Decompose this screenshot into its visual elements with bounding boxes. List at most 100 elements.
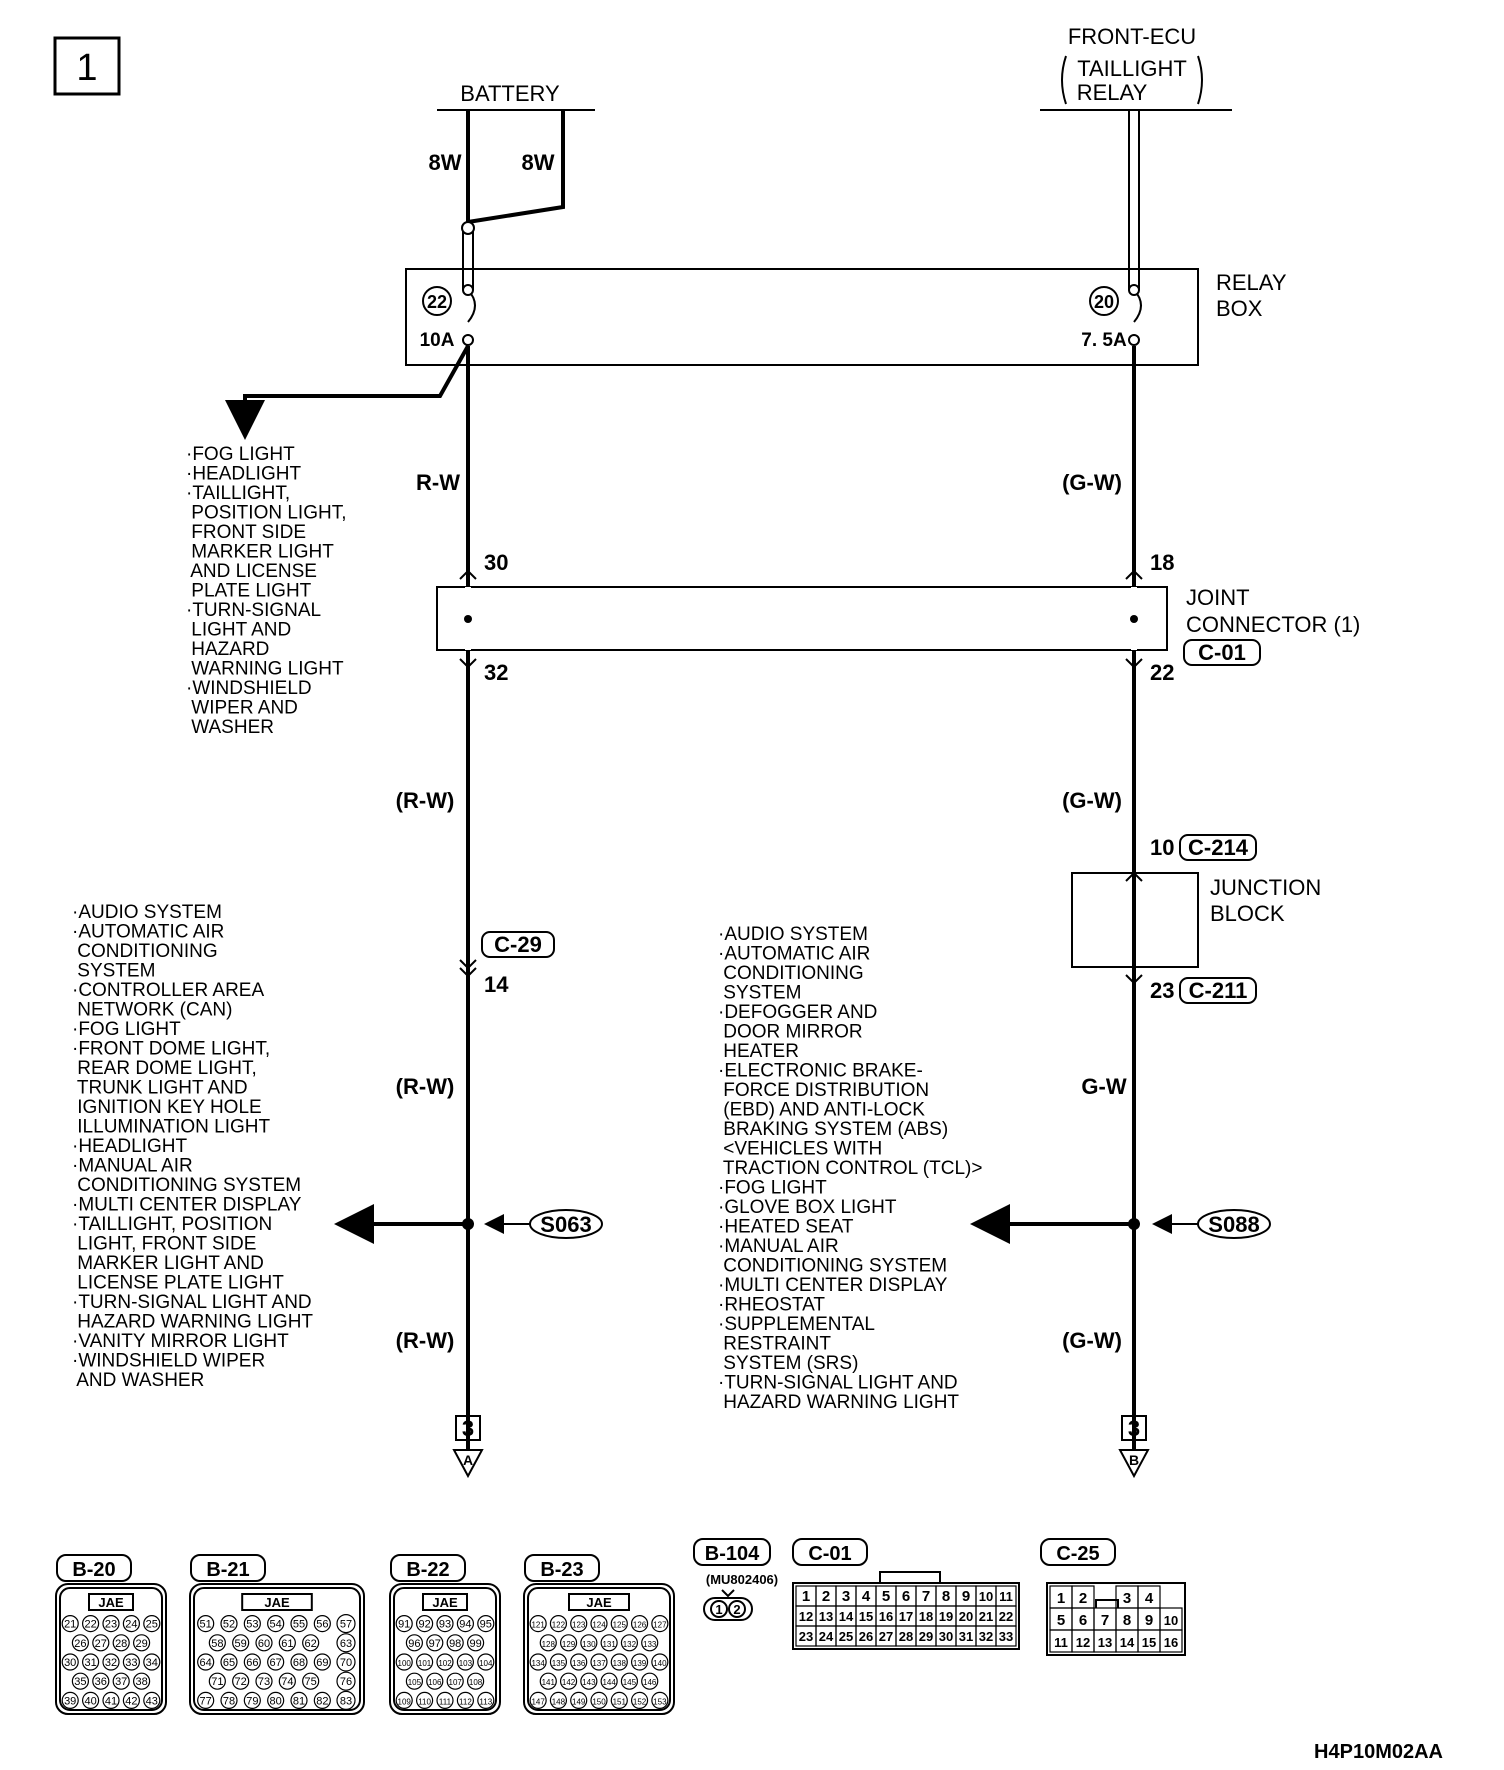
b23-pin-cavity [641,1634,659,1652]
b104-pin-cavity [710,1600,728,1618]
right-system-list-item: ·SUPPLEMENTAL [718,1314,875,1335]
b21-pin-cavity [267,1614,285,1633]
b21-side-pin-cavity [336,1690,356,1711]
b20-code-outline [56,1554,132,1582]
c25-lock-tab [1095,1599,1119,1608]
b23-pin-cavity [641,1672,659,1690]
b23-pin-cavity [620,1672,639,1690]
right-system-list-item: ·RHEOSTAT [718,1295,825,1316]
b23-pin-cavity [539,1634,557,1652]
b23-pin-cavity [651,1691,669,1710]
c01-lock-tab [879,1571,941,1583]
c01-pin: 23 [799,1629,813,1644]
b23-pin-cavity [630,1691,649,1710]
b22-pin: 98 [449,1638,461,1650]
b20-pin: 41 [105,1695,117,1707]
wire-color-right-2: (G-W) [1062,788,1122,813]
b21-pin-cavity [313,1691,331,1710]
b22-pin: 99 [469,1638,481,1650]
b23-pin: 137 [592,1659,606,1668]
b22-pin: 103 [459,1659,473,1668]
b21-pin-cavity [197,1614,215,1633]
b23-pin-cavity [590,1614,608,1633]
b22-pin: 113 [479,1697,492,1706]
battery-label: BATTERY [460,81,560,106]
right-system-list-item: CONDITIONING [718,963,864,984]
c25-pin: 5 [1057,1612,1065,1629]
b20-pin-cavity [112,1672,130,1690]
b23-pin-cavity [610,1653,628,1671]
b23-pin: 121 [531,1621,545,1630]
b21-pin: 82 [316,1695,328,1707]
continuation-right-page: 3 [1128,1416,1140,1441]
b20-pin-cavity [61,1691,79,1710]
c25-code-outline [1040,1538,1116,1566]
b104-pin-cavity [728,1600,746,1618]
b21-pin: 64 [200,1657,212,1669]
b20-pin: 42 [125,1695,137,1707]
b23-pin: 145 [623,1678,637,1687]
c01-pin: 30 [939,1629,953,1644]
c01-pin: 8 [942,1588,950,1605]
b20-maker: JAE [98,1595,124,1610]
connector-c29-code: C-29 [494,932,542,957]
b20-pin: 24 [125,1619,137,1631]
c01-pin: 10 [979,1589,993,1604]
c25-code: C-25 [1056,1543,1099,1565]
b21-pin-cavity [290,1614,308,1633]
b22-pin: 91 [398,1619,410,1631]
wire-color-right-4: (G-W) [1062,1328,1122,1353]
wire-color-labels: R-W (G-W) (R-W) (G-W) (R-W) G-W (R-W) (G… [396,470,1127,1353]
b23-pin-cavity [600,1672,618,1690]
right-system-list-item: CONDITIONING SYSTEM [718,1256,947,1277]
battery-wires [461,110,565,290]
splice-s063-system-list: ·AUDIO SYSTEM·AUTOMATIC AIR CONDITIONING… [72,902,313,1391]
b23-pin-cavity [559,1672,578,1690]
b21-pin-cavity [220,1691,238,1710]
c01-pin: 3 [842,1588,850,1605]
b21-pin: 69 [316,1657,328,1669]
b22-pin-cavity [405,1634,423,1652]
b20-housing [55,1583,167,1715]
b21-pin: 81 [293,1695,305,1707]
b20-pin-cavity [112,1634,130,1652]
b20-pin-cavity [122,1691,140,1710]
b21-code: B-21 [206,1559,249,1581]
junction-pin-in: 10 [1150,835,1174,860]
c25-pin: 1 [1057,1590,1065,1607]
b22-pin: 95 [480,1619,492,1631]
b21-pin-cavity [197,1691,215,1710]
b22-pin-cavity [467,1634,485,1652]
wire-color-right-3: G-W [1081,1074,1126,1099]
b20-pin: 32 [105,1657,117,1669]
b20-pin-cavity [133,1634,151,1652]
c01-pin: 6 [902,1588,910,1605]
junction-pin-out: 23 [1150,978,1174,1003]
right-system-list-item: ·HEATED SEAT [718,1217,854,1238]
b20-pin: 40 [84,1695,96,1707]
b21-pin: 78 [223,1695,235,1707]
b23-housing [523,1583,675,1715]
b23-pin: 148 [552,1697,566,1706]
b21-pin-cavity [197,1653,215,1671]
b22-pin: 102 [438,1659,452,1668]
b23-pin: 149 [572,1697,586,1706]
b21-maker: JAE [264,1595,290,1610]
right-system-list-item: ·AUDIO SYSTEM [718,924,868,945]
branch-system-list-item: FRONT SIDE [186,522,306,543]
left-system-list-item: ·MULTI CENTER DISPLAY [72,1195,302,1216]
b23-pin-cavity [570,1653,588,1671]
b21-pin: 68 [293,1657,305,1669]
joint-pin-right-out: 22 [1150,660,1174,685]
c25-pin: 15 [1142,1635,1156,1650]
b22-pin-cavity [395,1653,413,1671]
c25-pin: 7 [1101,1612,1109,1629]
b23-code: B-23 [540,1559,583,1581]
left-system-list-item: ·VANITY MIRROR LIGHT [72,1331,289,1352]
c01-pin: 7 [922,1588,930,1605]
b20-pin-cavity [143,1691,161,1710]
c01-pin: 15 [859,1609,873,1624]
b23-pin: 135 [552,1659,566,1668]
b23-maker: JAE [586,1595,612,1610]
